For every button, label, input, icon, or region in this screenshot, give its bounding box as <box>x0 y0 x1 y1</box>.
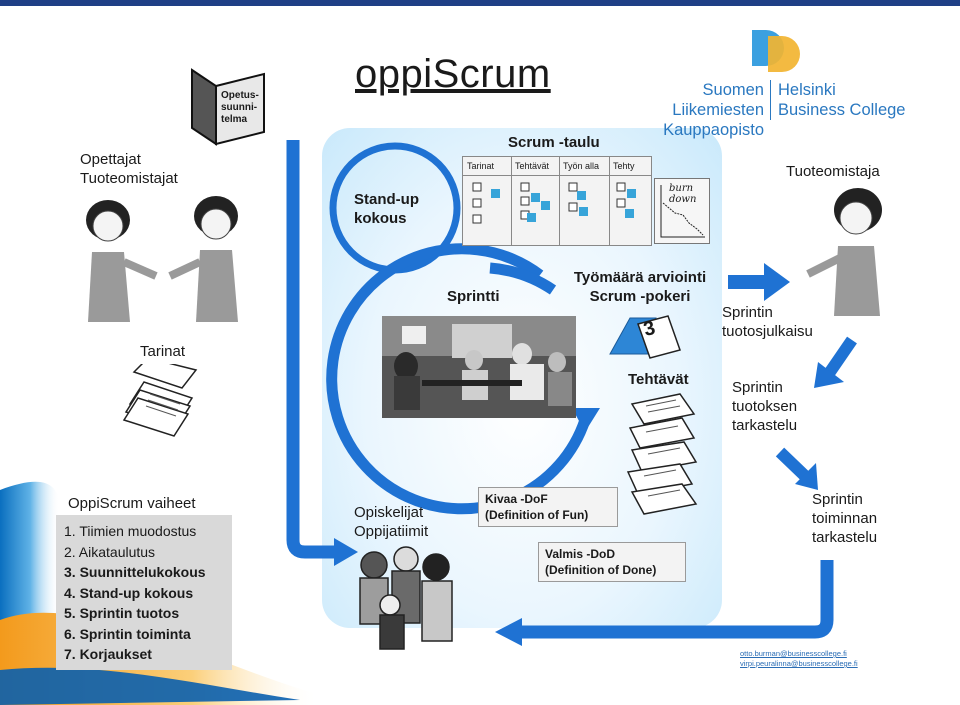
logo-line-1-left: Suomen Liikemiesten <box>672 81 764 119</box>
product-owners-label: Tuoteomistajat <box>80 170 178 187</box>
dof-label-2: (Definition of Fun) <box>485 508 589 522</box>
arrow-return <box>495 618 522 646</box>
dod-label-1: Valmis -DoD <box>545 547 616 561</box>
retro-label-3: tarkastelu <box>812 529 878 546</box>
story-cards-icon <box>122 364 198 437</box>
task-cards-stack-icon <box>626 393 698 515</box>
scrum-board-title: Scrum -taulu <box>508 134 600 151</box>
dof-box: Kivaa -DoF (Definition of Fun) <box>478 487 618 527</box>
book-icon <box>191 68 265 146</box>
dod-label-2: (Definition of Done) <box>545 563 657 577</box>
logo-mark-icon <box>752 30 800 72</box>
email-link-otto[interactable]: otto.burman@businesscollege.fi <box>740 649 847 658</box>
stories-label: Tarinat <box>140 343 186 360</box>
teachers-figures <box>86 196 238 322</box>
curriculum-book: Opetus- suunni- telma <box>188 66 268 146</box>
phase-item: 6. Sprintin toiminta <box>64 625 191 642</box>
teacher-figure-icon <box>168 196 238 322</box>
students-label-2: Oppijatiimit <box>354 523 429 540</box>
book-label-2: suunni- <box>221 102 258 113</box>
phase-item: 5. Sprintin tuotos <box>64 605 180 621</box>
burndown-label-2: down <box>669 194 697 205</box>
book-label-3: telma <box>221 114 248 125</box>
scrum-board: Tarinat Tehtävät Työn alla Tehty <box>462 156 652 246</box>
arrow-to-product-owner <box>764 263 790 301</box>
email-link-virpi[interactable]: virpi.peuralinna@businesscollege.fi <box>740 659 858 668</box>
sprint-label: Sprintti <box>447 288 500 305</box>
logo-line-1-right: Helsinki <box>778 81 836 99</box>
phase-item: 3. Suunnittelukokous <box>64 564 206 580</box>
phase-item: 7. Korjaukset <box>64 646 152 662</box>
burndown-label-1: burn <box>669 183 694 194</box>
arrow-to-students <box>334 538 358 566</box>
sprint-photo <box>382 316 576 418</box>
product-owner-label: Tuoteomistaja <box>786 163 880 180</box>
book-label-1: Opetus- <box>221 90 259 101</box>
burndown-chart: burn down <box>654 178 710 244</box>
review-label-3: tarkastelu <box>732 417 798 434</box>
phase-item: 1. Tiimien muodostus <box>64 523 197 539</box>
estimation-label-1: Työmäärä arviointi <box>573 269 707 286</box>
phase-item: 4. Stand-up kokous <box>64 584 194 601</box>
arrow-down-1 <box>814 362 844 388</box>
board-sticky-notes <box>472 182 636 224</box>
top-bar <box>0 0 960 6</box>
board-column-done: Tehty <box>613 161 635 171</box>
dod-box: Valmis -DoD (Definition of Done) <box>538 542 686 582</box>
students-group-icon <box>359 546 453 650</box>
standup-label-1: Stand-up <box>354 191 419 208</box>
release-label-1: Sprintin <box>722 304 773 321</box>
product-owner-figure-icon <box>806 188 882 316</box>
classroom-photo-icon <box>382 316 576 418</box>
standup-label-2: kokous <box>354 210 407 227</box>
retro-label-2: toiminnan <box>812 510 878 527</box>
dof-label-1: Kivaa -DoF <box>485 492 548 506</box>
board-column-in-progress: Työn alla <box>563 161 600 171</box>
review-label-2: tuotoksen <box>732 398 798 415</box>
phase-item: 2. Aikataulutus <box>64 543 156 560</box>
logo-line-2-right: Business College <box>778 101 906 119</box>
board-column-tasks: Tehtävät <box>515 161 550 171</box>
phases-list: 1. Tiimien muodostus 2. Aikataulutus 3. … <box>56 515 232 670</box>
arrow-down-2 <box>795 463 818 490</box>
teacher-figure-icon <box>86 200 158 322</box>
estimation-label-2: Scrum -pokeri <box>589 288 691 305</box>
page-title: oppiScrum <box>355 52 551 96</box>
school-logo: Suomen Liikemiesten Kauppaopisto Helsink… <box>610 26 910 139</box>
phases-title: OppiScrum vaiheet <box>68 495 196 512</box>
poker-cards-icon <box>609 315 681 359</box>
burndown-line-icon <box>660 185 705 238</box>
teachers-label: Opettajat <box>80 151 141 168</box>
review-label-1: Sprintin <box>732 379 783 396</box>
logo-line-2-left: Kauppaopisto <box>663 121 764 139</box>
board-column-stories: Tarinat <box>467 161 495 171</box>
release-label-2: tuotosjulkaisu <box>722 323 813 340</box>
tasks-label: Tehtävät <box>628 371 689 388</box>
retro-label-1: Sprintin <box>812 491 863 508</box>
students-label-1: Opiskelijat <box>354 504 424 521</box>
